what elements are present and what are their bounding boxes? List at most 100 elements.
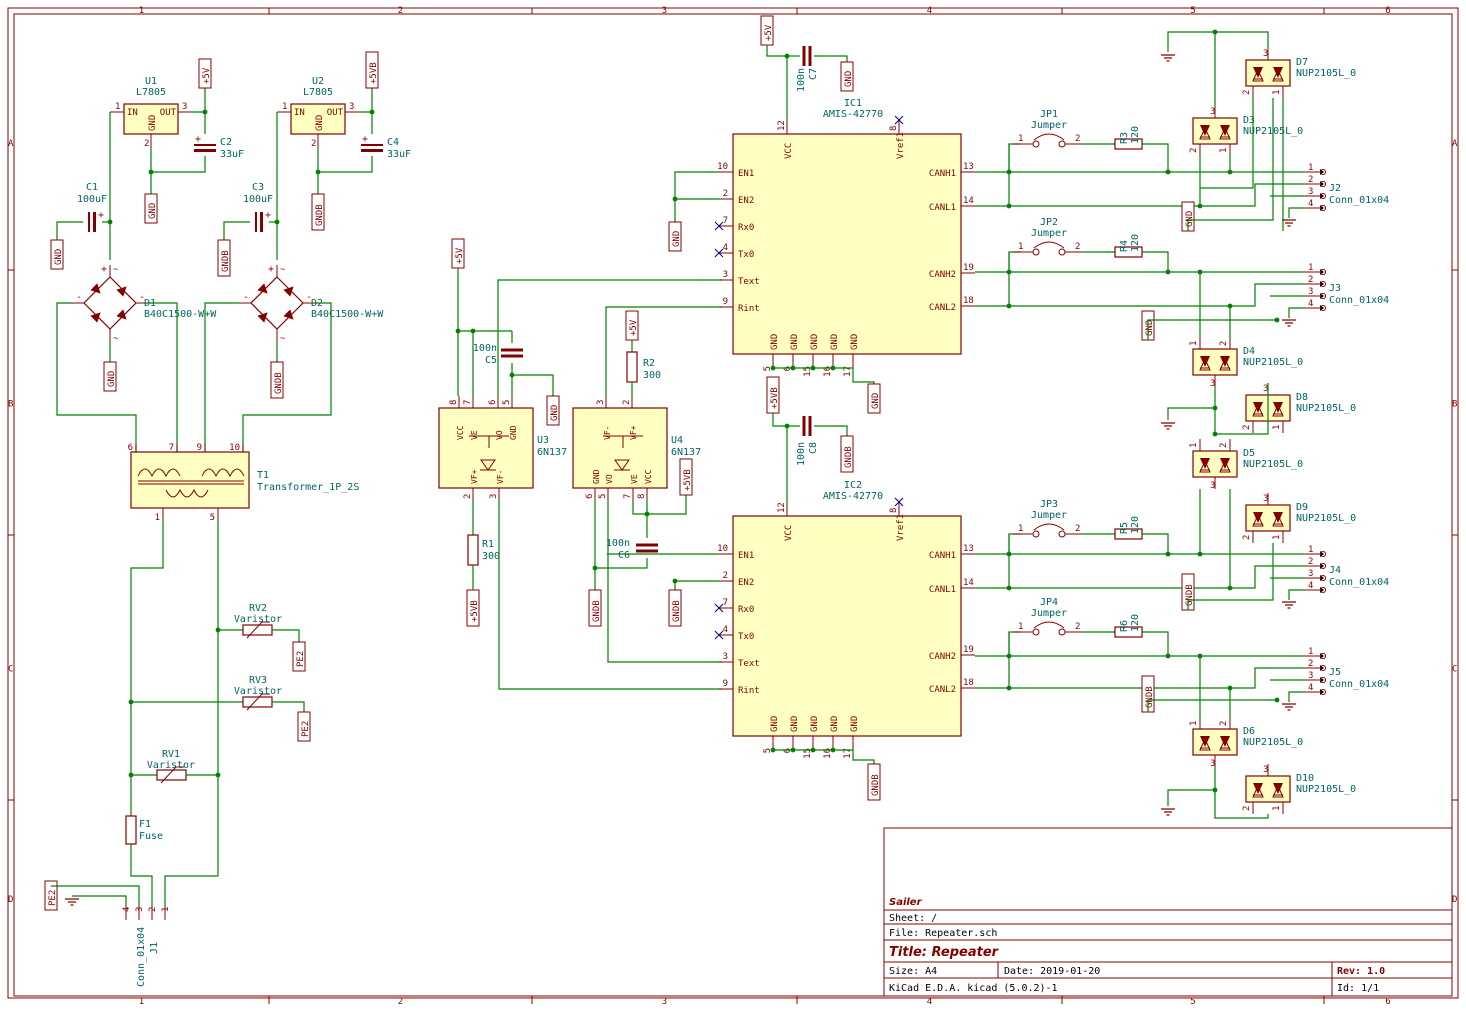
diode-icon [283,309,294,320]
connector-contact [1320,281,1326,287]
pin-name: GND [790,334,800,350]
pin-number: 1 [282,102,287,112]
wire [773,749,875,764]
cap-value: 33uF [387,149,411,160]
pin-number: 3 [723,270,728,280]
power-flag-label: +5VB [770,387,780,409]
wire [975,283,1304,307]
power-flag [867,383,881,414]
pin-number: 7 [723,598,728,608]
jumper-contact [1058,140,1066,148]
jumper-contact [1058,530,1066,538]
pin-number: 2 [1219,721,1229,726]
pin-number: 2 [144,139,149,149]
pin-number: 3 [1210,107,1215,117]
wire [1142,143,1169,172]
pin-number: 18 [963,296,974,306]
pin-number: 8 [889,126,899,131]
varistor-value: Varistor [234,686,282,697]
connector-contact [1320,551,1326,557]
jumper-arc [1033,133,1065,141]
title-rev: Rev: 1.0 [1337,966,1385,977]
frame-row-label: B [1452,400,1457,410]
pin-number: 10 [717,162,728,172]
transformer-ref: T1 [257,470,269,481]
earth-ground-icon [65,898,79,906]
wire [1215,383,1269,435]
diode-icon [1272,513,1284,527]
pin-number: 3 [1210,481,1215,491]
wire [359,88,373,113]
no-connect-marker [894,115,904,125]
frame-row-label: B [8,400,13,410]
pin-name: GND [810,716,820,732]
cap-value: 100uF [243,194,273,205]
outer-frame [7,7,1459,999]
pin-number: 2 [148,907,158,912]
pin-number: 1 [1272,425,1282,430]
diode-icon [1253,402,1263,413]
pin-name: Rx0 [738,605,754,615]
power-flag-label: GNDB [672,600,682,622]
power-flag [144,193,158,224]
varistor-ref: RV3 [249,675,267,686]
wire [1142,251,1169,272]
wire [975,183,1304,207]
resistor-ref: R2 [643,358,655,369]
varistor-ref: RV2 [249,603,267,614]
transformer-body [130,451,250,509]
regulator-body [123,103,179,135]
tvs-ref: D3 [1243,115,1255,126]
pin-number: 1 [1189,341,1199,346]
frame-col-label: 1 [139,997,144,1007]
wire [192,88,206,113]
varistor-slash [160,766,184,784]
pin-number: 7 [723,216,728,226]
tvs-diode-body [1245,775,1291,803]
wire [497,279,722,396]
pin-number: 3 [1308,569,1313,579]
wire [164,875,218,906]
connector-ref: J4 [1329,565,1341,576]
cap-ref: C5 [485,355,497,366]
power-flag-label: GND [54,249,64,265]
wire [1187,543,1274,610]
connector-ref: J5 [1329,667,1341,678]
pin-number: 1 [1018,622,1023,632]
pin-name: EN1 [738,169,754,179]
power-flag-label: GND [672,231,682,247]
capacitor-plate [361,149,383,152]
pin-name: CANH2 [929,652,956,662]
tvs-ref: D10 [1296,773,1314,784]
varistor-value: Varistor [147,760,195,771]
pin-number: 1 [1308,647,1313,657]
pin-number: 6 [488,400,498,405]
cap-value: 100uF [77,194,107,205]
junction-dot [1227,303,1233,309]
wire [852,368,875,384]
led-icon [480,459,496,471]
diode-icon [1220,356,1230,367]
pin-name: VCC [644,469,653,484]
connector-contact [1320,653,1326,659]
capacitor-plate [93,212,96,232]
diode-icon [1200,736,1210,747]
varistor-slash [246,621,270,639]
jumper-contact [1032,530,1040,538]
tvs-value: NUP2105L_0 [1243,459,1303,470]
power-flag-label: +5VB [470,600,480,622]
pin-number: 6 [128,443,133,453]
pin-name: VE [630,474,639,484]
pin-number: 3 [182,102,187,112]
optocoupler-ref: U3 [537,435,549,446]
junction-dot [810,365,816,371]
pin-number: 3 [1210,759,1215,769]
optocoupler-value: 6N137 [671,447,701,458]
junction-dot [1197,269,1203,275]
resistor-value: 120 [1130,516,1141,534]
transistor-icon [603,435,643,448]
wire [1008,533,1020,588]
wire [766,45,788,120]
diode-icon [1220,736,1230,747]
